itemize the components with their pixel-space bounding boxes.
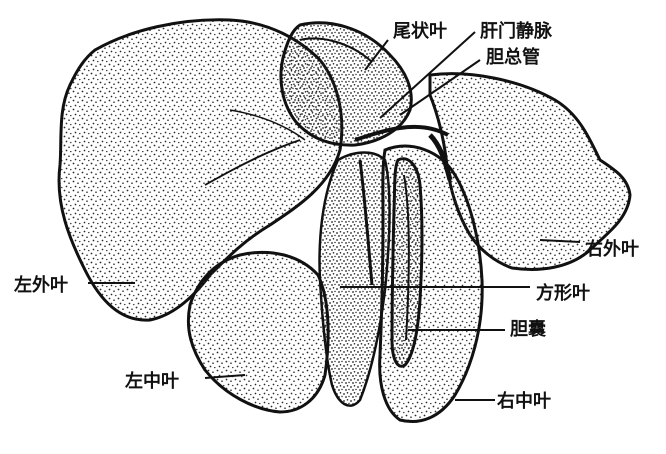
label-quadrate-lobe: 方形叶 <box>536 284 590 304</box>
label-caudate-lobe: 尾状叶 <box>393 22 447 42</box>
label-gallbladder: 胆囊 <box>510 320 546 340</box>
caudate-lobe <box>281 23 411 145</box>
label-common-bile-duct: 胆总管 <box>486 48 540 68</box>
label-right-middle-lobe: 右中叶 <box>497 392 551 412</box>
label-hepatic-portal-vein: 肝门静脉 <box>480 22 552 42</box>
label-right-lateral-lobe: 右外叶 <box>585 240 639 260</box>
label-left-lateral-lobe: 左外叶 <box>14 276 68 296</box>
label-left-middle-lobe: 左中叶 <box>125 372 179 392</box>
left-middle-lobe <box>188 252 328 412</box>
